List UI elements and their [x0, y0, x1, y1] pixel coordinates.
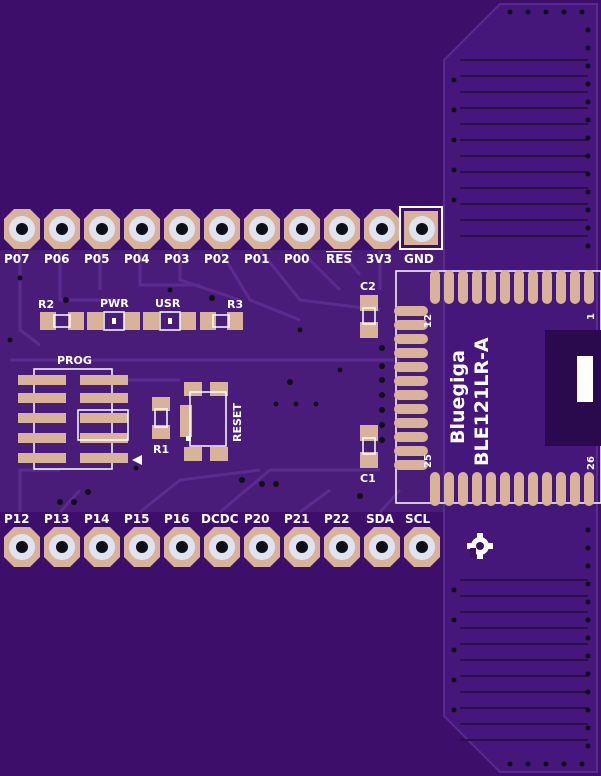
label-p15: P15	[124, 512, 150, 526]
label-usr: USR	[155, 297, 181, 310]
bottom-pin-p15[interactable]	[124, 527, 160, 567]
top-header	[4, 206, 443, 250]
label-scl: SCL	[405, 512, 430, 526]
label-pin-25: 25	[423, 454, 434, 468]
label-p07: P07	[4, 252, 30, 266]
resistor-r2	[40, 312, 84, 330]
ble-module	[394, 270, 601, 506]
label-p04: P04	[124, 252, 150, 266]
label-p21: P21	[284, 512, 310, 526]
top-pin-p07[interactable]	[4, 209, 40, 249]
label-dcdc: DCDC	[201, 512, 239, 526]
resistor-r1	[152, 397, 170, 439]
label-p20: P20	[244, 512, 270, 526]
label-p06: P06	[44, 252, 70, 266]
label-p14: P14	[84, 512, 110, 526]
antenna-traces	[460, 59, 588, 741]
label-reset: RESET	[231, 403, 244, 442]
label-c1: C1	[360, 472, 376, 485]
label-pin-26: 26	[586, 456, 597, 470]
bottom-pin-scl[interactable]	[404, 527, 440, 567]
top-header-labels: P07 P06 P05 P04 P03 P02 P01 P00 RES 3V3 …	[4, 252, 434, 266]
bottom-pin-sda[interactable]	[364, 527, 400, 567]
label-p22: P22	[324, 512, 350, 526]
top-pin-p02[interactable]	[204, 209, 240, 249]
label-pwr: PWR	[100, 297, 129, 310]
label-r1: R1	[153, 443, 169, 456]
label-gnd: GND	[404, 252, 434, 266]
bottom-pin-p22[interactable]	[324, 527, 360, 567]
board-vias	[7, 275, 385, 505]
label-res: RES	[326, 252, 352, 266]
label-p01: P01	[244, 252, 270, 266]
label-pin-12: 12	[423, 314, 434, 328]
reset-switch[interactable]	[180, 382, 228, 461]
capacitor-c2	[360, 295, 378, 338]
label-r2: R2	[38, 298, 54, 311]
module-name-line2: BLE121LR-A	[471, 337, 493, 466]
bottom-pin-p16[interactable]	[164, 527, 200, 567]
module-name-line1: Bluegiga	[447, 350, 469, 444]
top-pin-p00[interactable]	[284, 209, 320, 249]
bottom-pin-p13[interactable]	[44, 527, 80, 567]
bottom-pin-p20[interactable]	[244, 527, 280, 567]
label-sda: SDA	[366, 512, 395, 526]
antenna-vias	[451, 9, 591, 767]
label-p12: P12	[4, 512, 30, 526]
label-c2: C2	[360, 280, 376, 293]
top-pin-p05[interactable]	[84, 209, 120, 249]
top-pin-p01[interactable]	[244, 209, 280, 249]
top-pin-p04[interactable]	[124, 209, 160, 249]
resistor-r3	[200, 312, 243, 330]
top-pin-p03[interactable]	[164, 209, 200, 249]
led-usr	[143, 311, 196, 331]
bottom-pin-p21[interactable]	[284, 527, 320, 567]
bottom-pin-p14[interactable]	[84, 527, 120, 567]
label-p02: P02	[204, 252, 230, 266]
label-pin-1: 1	[586, 313, 597, 320]
label-p13: P13	[44, 512, 70, 526]
bottom-header	[4, 527, 440, 567]
label-p05: P05	[84, 252, 110, 266]
label-r3: R3	[227, 298, 243, 311]
label-prog: PROG	[57, 354, 92, 367]
top-pin-res[interactable]	[324, 209, 360, 249]
label-p03: P03	[164, 252, 190, 266]
prog-connector	[18, 368, 142, 470]
top-pin-p06[interactable]	[44, 209, 80, 249]
label-p00: P00	[284, 252, 310, 266]
gear-icon	[467, 533, 493, 559]
bottom-pin-dcdc[interactable]	[204, 527, 240, 567]
top-pin-gnd[interactable]	[399, 206, 443, 250]
top-pin-3v3[interactable]	[364, 209, 400, 249]
pin1-marker-icon	[132, 455, 142, 465]
label-p16: P16	[164, 512, 190, 526]
capacitor-c1	[360, 425, 378, 468]
label-3v3: 3V3	[366, 252, 392, 266]
bottom-pin-p12[interactable]	[4, 527, 40, 567]
bottom-header-labels: P12 P13 P14 P15 P16 DCDC P20 P21 P22 SDA…	[4, 512, 430, 526]
led-pwr	[87, 311, 140, 331]
